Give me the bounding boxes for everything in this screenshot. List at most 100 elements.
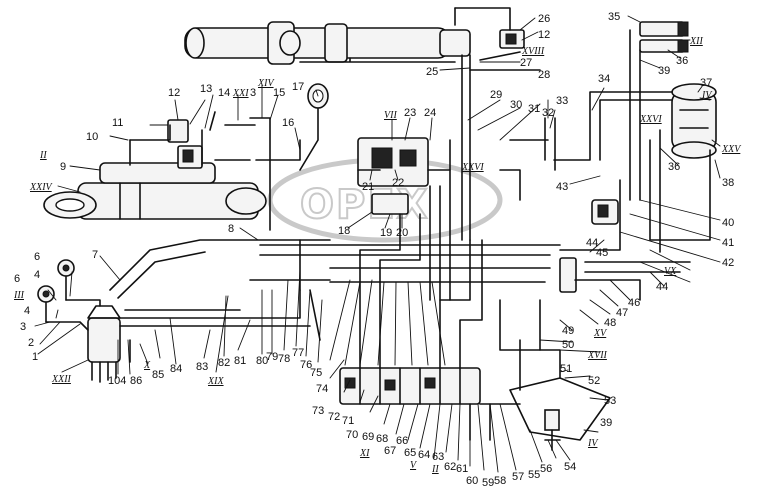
- valve-group-12: [167, 119, 203, 169]
- label-26: 26: [538, 13, 550, 25]
- label-13-right: 3: [250, 87, 256, 99]
- label-8: 8: [228, 223, 234, 235]
- label-III: III: [13, 290, 25, 301]
- top-hydraulic-cylinder: [184, 21, 471, 65]
- label-XVII: XVII: [587, 350, 608, 361]
- label-15: 15: [273, 87, 285, 99]
- label-XIV-top: XIV: [257, 78, 275, 89]
- distributor-valve-block: [357, 137, 429, 215]
- label-XIX: XIX: [207, 376, 224, 387]
- label-55: 55: [528, 469, 540, 481]
- label-81: 81: [234, 355, 246, 367]
- label-63: 63: [432, 451, 444, 463]
- label-35: 35: [608, 11, 620, 23]
- label-X: X: [143, 360, 151, 371]
- label-29: 29: [490, 89, 502, 101]
- label-31: 31: [528, 103, 540, 115]
- label-47: 47: [616, 307, 628, 319]
- label-43: 43: [556, 181, 568, 193]
- label-73: 73: [312, 405, 324, 417]
- label-41: 41: [722, 237, 734, 249]
- label-77: 77: [292, 347, 304, 359]
- label-23: 23: [404, 107, 416, 119]
- label-80: 80: [256, 355, 268, 367]
- label-27: 27: [520, 57, 532, 69]
- label-18: 18: [338, 225, 350, 237]
- label-78: 78: [278, 353, 290, 365]
- label-50: 50: [562, 339, 574, 351]
- label-72: 72: [328, 411, 340, 423]
- pressure-gauge-6-lower: [37, 285, 55, 323]
- label-6-lower: 6: [14, 273, 20, 285]
- label-XXV: XXV: [721, 144, 742, 155]
- label-22: 22: [392, 177, 404, 189]
- label-24: 24: [424, 107, 436, 119]
- label-12-top: 12: [538, 29, 550, 41]
- label-12-left: 12: [168, 87, 180, 99]
- label-68: 68: [376, 433, 388, 445]
- label-21: 21: [362, 181, 374, 193]
- label-67: 67: [384, 445, 396, 457]
- label-XXI: XXI: [232, 88, 249, 99]
- label-71: 71: [342, 415, 354, 427]
- label-65: 65: [404, 447, 416, 459]
- label-75: 75: [310, 367, 322, 379]
- label-69: 69: [362, 431, 374, 443]
- oil-reservoir-37: [671, 83, 717, 159]
- label-13-left: 13: [200, 83, 212, 95]
- label-38: 38: [722, 177, 734, 189]
- label-62: 62: [444, 461, 456, 473]
- label-49: 49: [562, 325, 574, 337]
- label-36-mid: 36: [668, 161, 680, 173]
- label-14: 14: [218, 87, 230, 99]
- label-IV-bottom: IV: [587, 438, 599, 449]
- label-XVIII: XVIII: [521, 46, 545, 57]
- label-82: 82: [218, 357, 230, 369]
- label-17: 17: [292, 81, 304, 93]
- fitting-26: [499, 29, 525, 49]
- label-XV: XV: [593, 328, 608, 339]
- label-44-mid: 44: [586, 237, 598, 249]
- pump-unit: [87, 305, 121, 383]
- label-9: 9: [60, 161, 66, 173]
- label-20: 20: [396, 227, 408, 239]
- label-4-upper: 4: [34, 269, 40, 281]
- valve-bank-lower: [339, 367, 481, 405]
- label-86: 86: [130, 375, 142, 387]
- label-46: 46: [628, 297, 640, 309]
- label-2: 2: [28, 337, 34, 349]
- label-45: 45: [596, 247, 608, 259]
- label-II-left: II: [39, 150, 47, 161]
- label-66: 66: [396, 435, 408, 447]
- label-42: 42: [722, 257, 734, 269]
- label-83: 83: [196, 361, 208, 373]
- label-XXII: XXII: [51, 374, 72, 385]
- valve-platform-lower-right: [509, 377, 611, 451]
- label-40: 40: [722, 217, 734, 229]
- label-IV-top: IV: [701, 90, 713, 101]
- label-33: 33: [556, 95, 568, 107]
- leader-lines: [34, 15, 721, 473]
- valve-44: [559, 199, 619, 293]
- label-25: 25: [426, 66, 438, 78]
- label-48: 48: [604, 317, 616, 329]
- label-3-left: 3: [20, 321, 26, 333]
- label-76: 76: [300, 359, 312, 371]
- part-labels: 26 12 XVIII 27 25 28 35 XII 36 39 37 IV …: [13, 11, 742, 489]
- valve-top-right: [639, 21, 689, 53]
- label-1: 1: [32, 351, 38, 363]
- label-VX: VX: [664, 266, 677, 277]
- label-19: 19: [380, 227, 392, 239]
- label-XXVI-right: XXVI: [639, 114, 662, 125]
- label-V: V: [410, 460, 418, 471]
- label-30: 30: [510, 99, 522, 111]
- label-XXIV: XXIV: [29, 182, 54, 193]
- label-61: 61: [456, 463, 468, 475]
- label-39-top: 39: [658, 65, 670, 77]
- label-34: 34: [598, 73, 610, 85]
- hydraulic-lines: [45, 7, 711, 441]
- pressure-gauge-6-upper: [57, 259, 75, 301]
- label-70: 70: [346, 429, 358, 441]
- label-56: 56: [540, 463, 552, 475]
